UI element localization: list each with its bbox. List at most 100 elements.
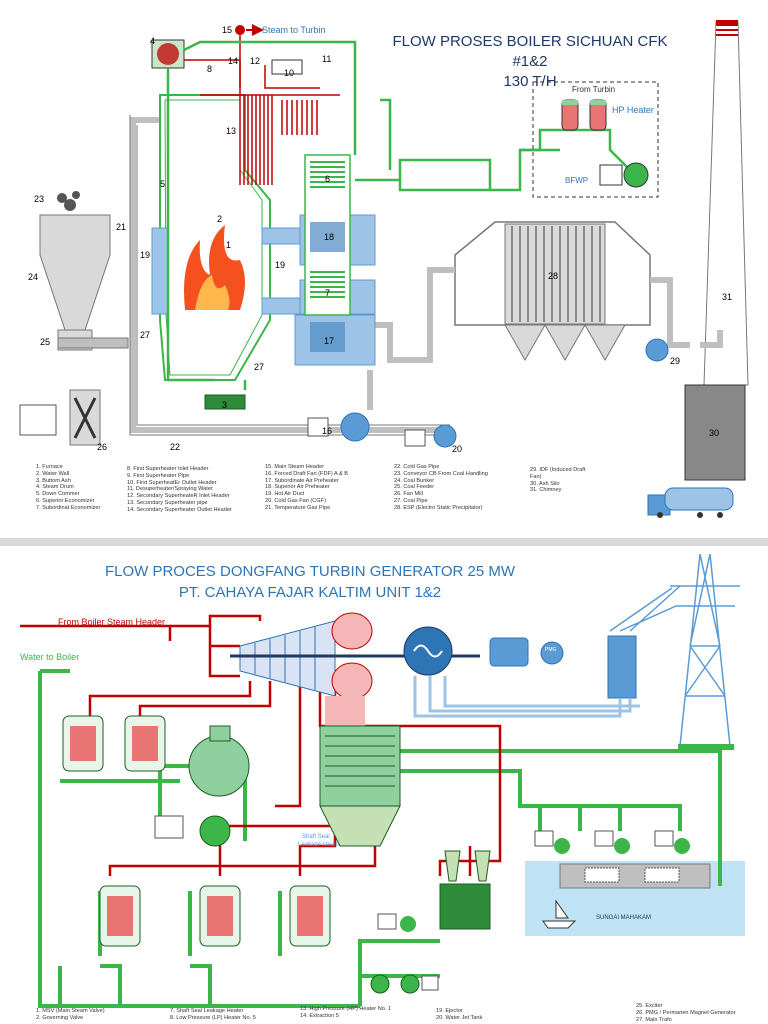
- condensate-lines: [38, 669, 722, 1008]
- circulating-pumps: [534, 830, 690, 854]
- svg-text:30: 30: [709, 428, 719, 438]
- steam-drum: [151, 39, 185, 69]
- bottom-ash: [204, 394, 246, 410]
- flue-gas-duct: [130, 117, 723, 433]
- panel-divider: [0, 538, 768, 546]
- svg-text:3: 3: [222, 400, 227, 410]
- turbine-title-line1: FLOW PROCES DONGFANG TURBIN GENERATOR 25…: [104, 563, 516, 580]
- svg-text:7: 7: [325, 288, 330, 298]
- turbine-title: FLOW PROCES DONGFANG TURBIN GENERATOR 25…: [60, 561, 560, 603]
- exciter: [489, 637, 529, 667]
- furnace-fire: [184, 225, 245, 310]
- main-trafo: [607, 635, 637, 699]
- boat-icon: [542, 899, 577, 929]
- turbine-title-line2: PT. CAHAYA FAJAR KALTIM UNIT 1&2: [178, 584, 442, 601]
- ash-truck: [647, 487, 734, 518]
- boiler-flow-diagram: FLOW PROSES BOILER SICHUAN CFK #1&2 130 …: [19, 20, 749, 518]
- from-turbin-label: From Turbin: [572, 85, 615, 94]
- svg-text:22: 22: [170, 442, 180, 452]
- svg-text:20: 20: [452, 444, 462, 454]
- jet-pump: [377, 913, 416, 932]
- turbine-flow-diagram: FLOW PROCES DONGFANG TURBIN GENERATOR 25…: [0, 546, 768, 1024]
- svg-text:24: 24: [28, 272, 38, 282]
- svg-text:19: 19: [140, 250, 150, 260]
- boiler-title-line2: 130 T/H: [503, 73, 557, 90]
- condensate-pumps: [370, 974, 439, 994]
- forced-draft-fan: [307, 412, 370, 442]
- leakage-steam-label: Leakage steam: [298, 842, 339, 848]
- sungai-label: SUNGAI MAHAKAM: [596, 915, 651, 921]
- svg-text:27: 27: [140, 330, 150, 340]
- water-to-boiler-label: Water to Boiler: [20, 652, 79, 662]
- coal-bunker: [39, 191, 129, 351]
- svg-text:25: 25: [40, 337, 50, 347]
- ash-silo: [684, 384, 746, 481]
- water-jet-tank: [439, 883, 491, 930]
- svg-text:13: 13: [226, 126, 236, 136]
- induced-draft-fan: [645, 338, 669, 362]
- transmission-tower: [609, 553, 740, 747]
- esp-precipitator: [454, 221, 651, 362]
- svg-text:21: 21: [116, 222, 126, 232]
- chimney: [703, 20, 749, 386]
- fan-mill: [19, 389, 101, 446]
- svg-text:23: 23: [34, 194, 44, 204]
- economizer-coils: [310, 161, 345, 298]
- boiler-title-line1: FLOW PROSES BOILER SICHUAN CFK #1&2: [392, 33, 668, 70]
- shaft-seal-label: Shaft Seal: [302, 834, 330, 840]
- hp-heater-label: HP Heater: [612, 105, 654, 115]
- turbine-legend-col1: 1. MSV (Main Steam Valve)2. Governing Va…: [36, 1008, 105, 1021]
- svg-text:16: 16: [322, 426, 332, 436]
- bfwp-label: BFWP: [565, 176, 588, 185]
- lp-heaters: [99, 885, 331, 947]
- svg-text:1: 1: [226, 240, 231, 250]
- deaerator: [188, 735, 250, 797]
- steam-to-turbin-label: Steam to Turbin: [262, 25, 326, 35]
- svg-text:14: 14: [228, 56, 238, 66]
- svg-text:12: 12: [250, 56, 260, 66]
- svg-text:11: 11: [322, 54, 331, 64]
- svg-text:19: 19: [275, 260, 285, 270]
- svg-text:29: 29: [670, 356, 680, 366]
- condenser: [319, 696, 401, 847]
- svg-text:8: 8: [207, 64, 212, 74]
- from-boiler-label: From Boiler Steam Header: [58, 617, 165, 627]
- main-steam-header: [235, 25, 245, 35]
- svg-text:17: 17: [324, 336, 334, 346]
- svg-text:10: 10: [284, 68, 294, 78]
- turbine-schematic: PMG: [20, 553, 745, 1008]
- svg-text:2: 2: [217, 214, 222, 224]
- hp-heaters: [62, 715, 166, 772]
- feedwater-pump: [154, 815, 231, 847]
- feedwater-lines: [166, 40, 631, 390]
- superheater-pipes: [180, 30, 340, 185]
- cold-gas-fan: [404, 424, 457, 448]
- pmg: PMG: [540, 641, 564, 665]
- boiler-schematic: Steam to Turbin From Turbin HP Heater BF…: [19, 20, 749, 518]
- svg-text:15: 15: [222, 25, 232, 35]
- bfwp-pump: [599, 162, 649, 188]
- svg-text:6: 6: [325, 174, 330, 184]
- svg-text:26: 26: [97, 442, 107, 452]
- svg-text:27: 27: [254, 362, 264, 372]
- svg-text:PMG: PMG: [545, 647, 557, 653]
- svg-text:18: 18: [324, 232, 334, 242]
- svg-text:5: 5: [160, 179, 165, 189]
- boiler-title: FLOW PROSES BOILER SICHUAN CFK #1&2 130 …: [380, 32, 680, 92]
- svg-text:28: 28: [548, 271, 558, 281]
- ejector: [444, 850, 491, 882]
- generator: [403, 626, 453, 676]
- svg-text:4: 4: [150, 36, 155, 46]
- hp-heater: [561, 99, 607, 131]
- component-numbers: 1 2 3 4 5 6 7 8 10 11 12 13 14 15 16 17 …: [28, 25, 732, 454]
- svg-text:31: 31: [722, 292, 732, 302]
